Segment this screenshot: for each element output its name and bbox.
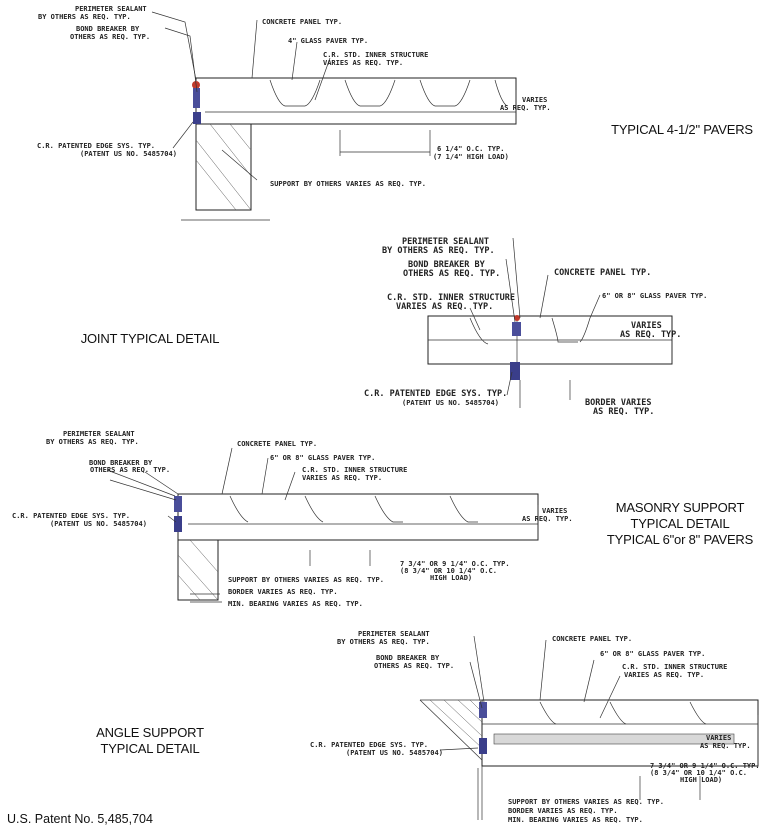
d4-varies-label-2: AS REQ. TYP. [700,742,751,750]
bond-breaker-marker [193,88,200,108]
d4-spacing-label-2: (8 3/4" OR 10 1/4" O.C. [650,769,747,777]
caption-masonry-2: TYPICAL DETAIL [630,516,730,531]
d4-perimeter-label: PERIMETER SEALANT [358,630,430,638]
patent-number: U.S. Patent No. 5,485,704 [7,812,153,826]
d4-inner-label-2: VARIES AS REQ. TYP. [624,671,704,679]
caption-angle-2: TYPICAL DETAIL [100,741,200,756]
d2-perimeter-label-2: BY OTHERS AS REQ. TYP. [382,246,495,256]
d2-varies-label-2: AS REQ. TYP. [620,330,681,340]
d4-concrete-label: CONCRETE PANEL TYP. [552,635,632,643]
d4-support-label: SUPPORT BY OTHERS VARIES AS REQ. TYP. [508,798,664,806]
d3-edge-label: C.R. PATENTED EDGE SYS. TYP. [12,512,130,520]
d4-spacing-label: 7 3/4" OR 9 1/4" O.C. TYP. [650,762,760,770]
d3-varies-label: VARIES [542,507,567,515]
d2-perimeter-label: PERIMETER SEALANT [402,237,489,247]
d4-sealant-marker [479,702,487,718]
joint-red-marker [514,315,520,321]
d2-border-label-2: AS REQ. TYP. [593,407,654,417]
d2-edge-label-2: (PATENT US NO. 5485704) [402,399,499,407]
d3-glass-label: 6" OR 8" GLASS PAVER TYP. [270,454,375,462]
d1-inner-label-2: VARIES AS REQ. TYP. [323,59,403,67]
d1-support-label: SUPPORT BY OTHERS VARIES AS REQ. TYP. [270,180,426,188]
d2-concrete-label: CONCRETE PANEL TYP. [554,268,651,278]
joint-edge-marker [510,362,520,380]
d3-perimeter-label-2: BY OTHERS AS REQ. TYP. [46,438,139,446]
d1-perimeter-label: PERIMETER SEALANT [75,5,147,13]
d1-inner-label: C.R. STD. INNER STRUCTURE [323,51,428,59]
d4-varies-label: VARIES [706,734,731,742]
d2-bond-label: BOND BREAKER BY [408,260,486,270]
d4-perimeter-label-2: BY OTHERS AS REQ. TYP. [337,638,430,646]
d3-inner-label: C.R. STD. INNER STRUCTURE [302,466,407,474]
caption-masonry-1: MASONRY SUPPORT [615,500,745,515]
d4-bond-label: BOND BREAKER BY [376,654,440,662]
d4-border-label: BORDER VARIES AS REQ. TYP. [508,807,618,815]
d1-bond-label: BOND BREAKER BY [76,25,140,33]
d3-spacing-label-3: HIGH LOAD) [430,574,472,582]
d3-bond-label: BOND BREAKER BY [89,459,153,467]
d3-edge-label-2: (PATENT US NO. 5485704) [50,520,147,528]
d3-inner-label-2: VARIES AS REQ. TYP. [302,474,382,482]
detail-typical-4-pavers: PERIMETER SEALANT BY OTHERS AS REQ. TYP.… [37,5,551,221]
d3-perimeter-label: PERIMETER SEALANT [63,430,135,438]
caption-masonry-3: TYPICAL 6"or 8" PAVERS [606,532,754,547]
d2-border-label: BORDER VARIES [585,398,652,408]
d3-edge-marker [174,516,182,532]
edge-system-marker [193,112,201,124]
d4-edge-label: C.R. PATENTED EDGE SYS. TYP. [310,741,428,749]
d1-glass-label: 4" GLASS PAVER TYP. [288,37,368,45]
d3-support-label: SUPPORT BY OTHERS VARIES AS REQ. TYP. [228,576,384,584]
d1-varies-label-2: AS REQ. TYP. [500,104,551,112]
d3-border-label: BORDER VARIES AS REQ. TYP. [228,588,338,596]
detail-angle-support: PERIMETER SEALANT BY OTHERS AS REQ. TYP.… [310,630,760,824]
d4-glass-label: 6" OR 8" GLASS PAVER TYP. [600,650,705,658]
d4-bond-label-2: OTHERS AS REQ. TYP. [374,662,454,670]
d1-perimeter-label-2: BY OTHERS AS REQ. TYP. [38,13,131,21]
d3-bearing-label: MIN. BEARING VARIES AS REQ. TYP. [228,600,363,608]
detail-masonry-support: PERIMETER SEALANT BY OTHERS AS REQ. TYP.… [12,430,573,608]
caption-angle-1: ANGLE SUPPORT [96,725,204,740]
d1-spacing-label: 6 1/4" O.C. TYP. [437,145,504,153]
d1-spacing-label-2: (7 1/4" HIGH LOAD) [433,153,509,161]
d3-concrete-label: CONCRETE PANEL TYP. [237,440,317,448]
d1-concrete-label: CONCRETE PANEL TYP. [262,18,342,26]
d4-bearing-label: MIN. BEARING VARIES AS REQ. TYP. [508,816,643,824]
d1-bond-label-2: OTHERS AS REQ. TYP. [70,33,150,41]
d4-edge-marker [479,738,487,754]
d2-varies-label: VARIES [631,321,662,331]
d4-edge-label-2: (PATENT US NO. 5485704) [346,749,443,757]
d2-bond-label-2: OTHERS AS REQ. TYP. [403,269,500,279]
d3-spacing-label-2: (8 3/4" OR 10 1/4" O.C. [400,567,497,575]
d2-inner-label: C.R. STD. INNER STRUCTURE [387,293,515,303]
joint-sealant-marker [512,322,521,336]
d3-bond-label-2: OTHERS AS REQ. TYP. [90,466,170,474]
caption-joint-detail: JOINT TYPICAL DETAIL [80,331,220,346]
detail-joint: PERIMETER SEALANT BY OTHERS AS REQ. TYP.… [364,237,707,417]
caption-typical-pavers: TYPICAL 4-1/2" PAVERS [611,122,753,137]
d3-varies-label-2: AS REQ. TYP. [522,515,573,523]
d2-inner-label-2: VARIES AS REQ. TYP. [396,302,493,312]
d1-varies-label: VARIES [522,96,547,104]
d4-spacing-label-3: HIGH LOAD) [680,776,722,784]
d2-edge-label: C.R. PATENTED EDGE SYS. TYP. [364,389,507,399]
d1-edge-label: C.R. PATENTED EDGE SYS. TYP. [37,142,155,150]
d3-spacing-label: 7 3/4" OR 9 1/4" O.C. TYP. [400,560,510,568]
d4-inner-label: C.R. STD. INNER STRUCTURE [622,663,727,671]
d1-edge-label-2: (PATENT US NO. 5485704) [80,150,177,158]
d2-glass-label: 6" OR 8" GLASS PAVER TYP. [602,292,707,300]
d3-sealant-marker [174,496,182,512]
